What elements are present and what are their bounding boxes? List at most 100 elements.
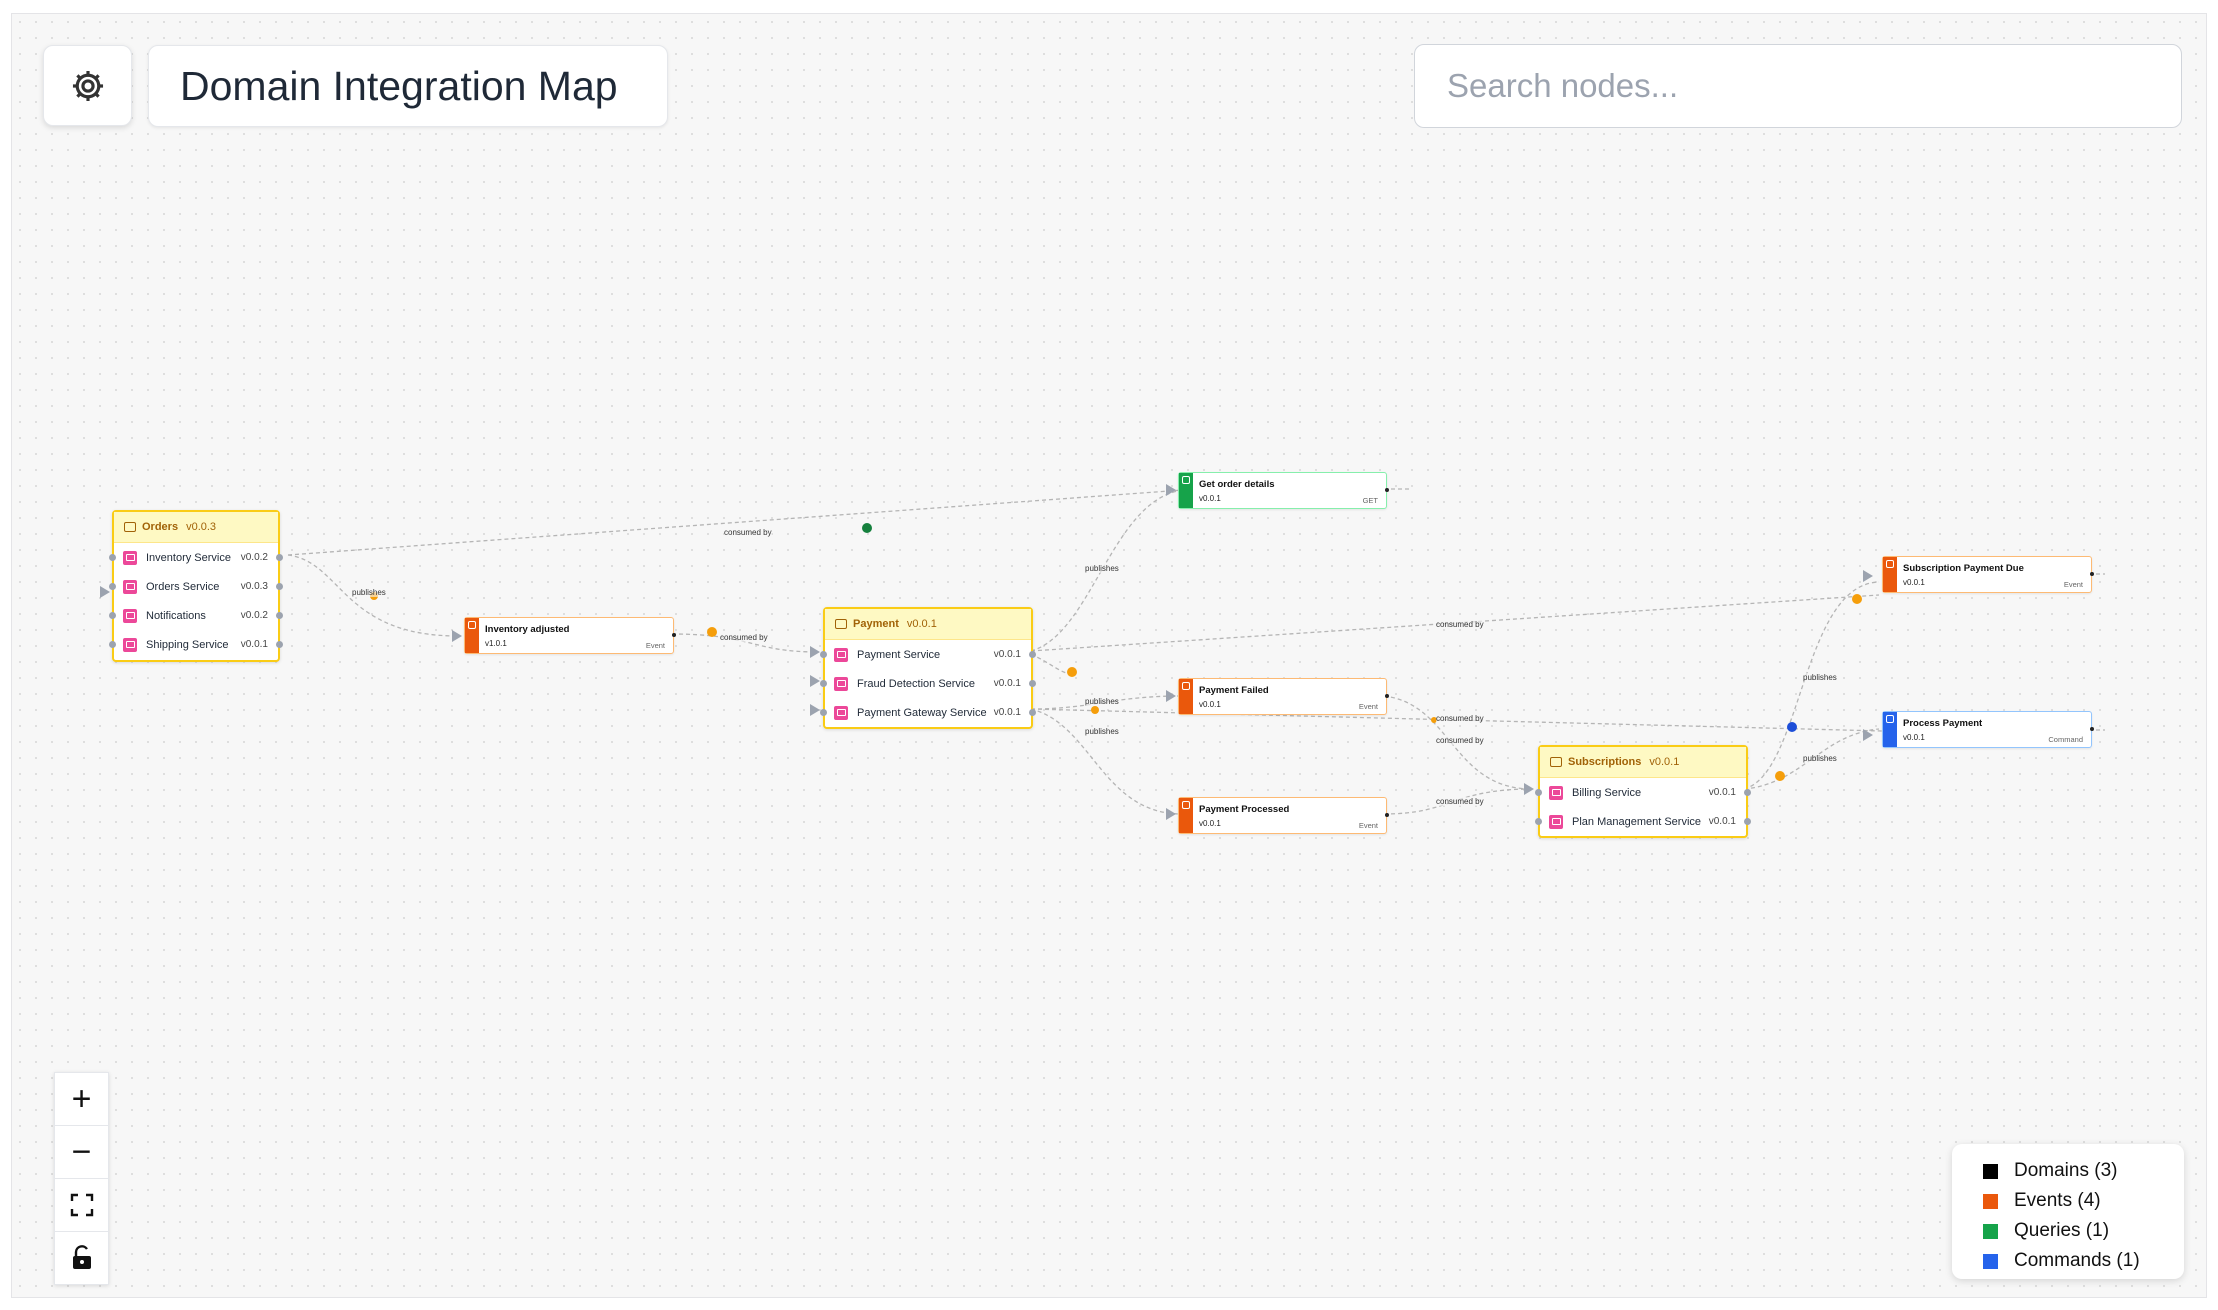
- handle-in[interactable]: [1535, 818, 1542, 825]
- service-row[interactable]: Orders Service v0.0.3: [109, 572, 283, 601]
- service-name: Orders Service: [146, 580, 220, 593]
- handle-out[interactable]: [1029, 651, 1036, 658]
- command-node-process-payment[interactable]: Process Payment v0.0.1 Command: [1882, 711, 2094, 748]
- unlock-icon: [72, 1245, 91, 1269]
- event-node-subscription-payment-due[interactable]: Subscription Payment Due v0.0.1 Event: [1882, 556, 2094, 593]
- handle-in[interactable]: [820, 680, 827, 687]
- edge-label-consumed-by: consumed by: [1436, 736, 1484, 745]
- handle-out[interactable]: [1385, 813, 1389, 817]
- handle-out[interactable]: [1029, 709, 1036, 716]
- handle-in[interactable]: [109, 583, 116, 590]
- legend-item-commands[interactable]: Commands (1): [1983, 1246, 2184, 1276]
- search-input[interactable]: [1414, 44, 2182, 128]
- handle-out[interactable]: [1744, 818, 1751, 825]
- domain-icon: [835, 619, 847, 629]
- domain-name: Payment: [853, 618, 899, 630]
- edge-dot-orange: [707, 627, 717, 637]
- edge-label-publishes: publishes: [1085, 564, 1119, 573]
- handle-out[interactable]: [2090, 727, 2094, 731]
- message-version: v0.0.1: [1903, 733, 1925, 742]
- zoom-in-button[interactable]: +: [55, 1073, 108, 1126]
- handle-out[interactable]: [1029, 680, 1036, 687]
- service-version: v0.0.3: [240, 581, 268, 592]
- event-node-payment-failed[interactable]: Payment Failed v0.0.1 Event: [1178, 678, 1389, 715]
- legend-swatch: [1983, 1223, 1998, 1239]
- fit-view-button[interactable]: [55, 1179, 108, 1232]
- handle-out[interactable]: [2090, 572, 2094, 576]
- legend: Domains (3) Events (4) Queries (1) Comma…: [1952, 1144, 2184, 1279]
- flow-canvas[interactable]: consumed by publishes consumed by publis…: [11, 13, 2207, 1298]
- handle-out[interactable]: [1744, 789, 1751, 796]
- service-name: Inventory Service: [146, 551, 231, 564]
- service-icon: [1549, 814, 1563, 829]
- service-icon: [834, 705, 848, 720]
- message-version: v0.0.1: [1199, 700, 1221, 709]
- domain-version: v0.0.3: [186, 521, 217, 533]
- edge-dot-orange: [1431, 717, 1437, 723]
- handle-out[interactable]: [276, 554, 283, 561]
- query-node-get-order-details[interactable]: Get order details v0.0.1 GET: [1178, 472, 1389, 509]
- edge-gateway-command: [1030, 708, 1883, 732]
- service-name: Payment Gateway Service: [857, 706, 987, 719]
- handle-out[interactable]: [1385, 694, 1389, 698]
- settings-button[interactable]: [43, 45, 132, 126]
- legend-swatch: [1983, 1163, 1998, 1179]
- service-icon: [834, 676, 848, 691]
- message-name: Inventory adjusted: [485, 624, 570, 635]
- zoom-out-button[interactable]: −: [55, 1126, 108, 1179]
- handle-in[interactable]: [109, 612, 116, 619]
- service-icon: [1549, 785, 1563, 800]
- handle-out[interactable]: [276, 612, 283, 619]
- message-version: v1.0.1: [485, 639, 507, 648]
- legend-item-events[interactable]: Events (4): [1983, 1186, 2184, 1216]
- service-version: v0.0.1: [993, 678, 1021, 689]
- handle-arrow: [810, 646, 820, 658]
- handle-in[interactable]: [109, 641, 116, 648]
- domain-name: Orders: [142, 521, 179, 533]
- handle-arrow: [810, 704, 820, 716]
- message-type: Event: [645, 641, 665, 650]
- handle-in[interactable]: [820, 651, 827, 658]
- legend-swatch: [1983, 1253, 1998, 1269]
- edge-gateway-processed: [1030, 708, 1183, 815]
- service-version: v0.0.1: [240, 639, 268, 650]
- edges-layer: [287, 488, 2105, 815]
- handle-out[interactable]: [672, 633, 676, 637]
- edge-label-consumed-by: consumed by: [724, 528, 772, 537]
- handle-out[interactable]: [276, 641, 283, 648]
- lock-button[interactable]: [55, 1232, 108, 1284]
- handle-in[interactable]: [109, 554, 116, 561]
- event-node-inventory-adjusted[interactable]: Inventory adjusted v1.0.1 Event: [464, 617, 676, 654]
- edge-label-consumed-by: consumed by: [720, 633, 768, 642]
- handle-arrow: [1863, 570, 1873, 582]
- handle-arrow: [1524, 783, 1534, 795]
- handle-in[interactable]: [1535, 789, 1542, 796]
- handle-out[interactable]: [1385, 488, 1389, 492]
- handle-out[interactable]: [276, 583, 283, 590]
- edge-adjusted-payment: [671, 633, 819, 653]
- edge-label-consumed-by: consumed by: [1436, 620, 1484, 629]
- edge-label-publishes: publishes: [1085, 727, 1119, 736]
- legend-item-domains[interactable]: Domains (3): [1983, 1156, 2184, 1186]
- edge-label-publishes: publishes: [1085, 697, 1119, 706]
- domain-header: Subscriptions v0.0.1: [1540, 747, 1746, 778]
- edge-inventory-adjusted: [287, 554, 459, 637]
- message-name: Get order details: [1199, 479, 1275, 490]
- service-icon: [123, 579, 137, 594]
- fit-view-icon: [70, 1193, 93, 1217]
- minus-icon: −: [71, 1132, 92, 1171]
- handle-in[interactable]: [820, 709, 827, 716]
- event-node-payment-processed[interactable]: Payment Processed v0.0.1 Event: [1178, 797, 1389, 834]
- legend-item-queries[interactable]: Queries (1): [1983, 1216, 2184, 1246]
